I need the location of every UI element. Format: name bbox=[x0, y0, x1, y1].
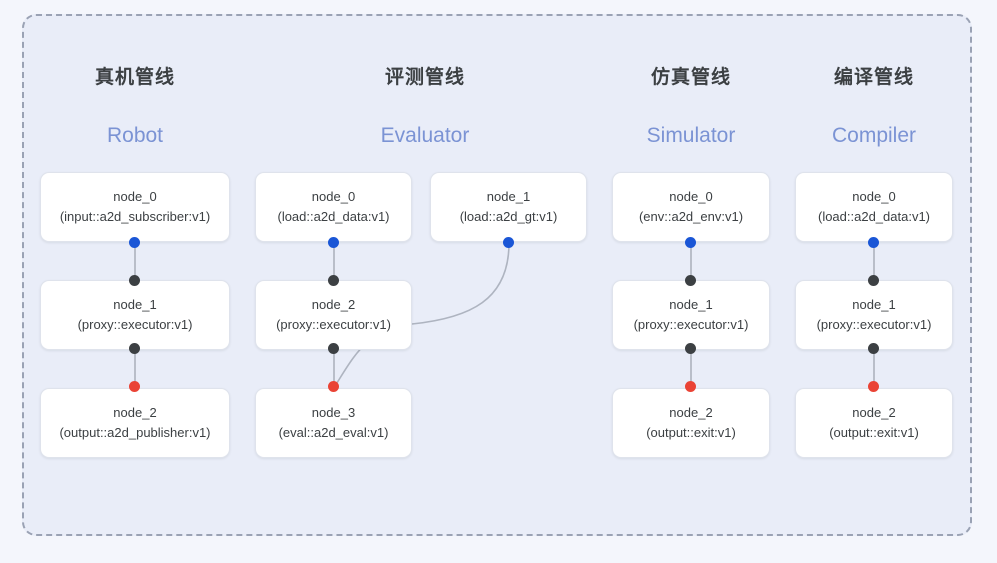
port-simulator-0-out[interactable] bbox=[685, 237, 696, 248]
column-title-cn-simulator: 仿真管线 bbox=[650, 67, 731, 88]
node-name: node_2 bbox=[113, 405, 157, 420]
node-name: node_1 bbox=[113, 297, 157, 312]
node-name: node_2 bbox=[311, 297, 356, 312]
node-evaluator-1[interactable]: node_1 (load::a2d_gt:v1) bbox=[430, 172, 587, 242]
node-robot-0[interactable]: node_0 (input::a2d_subscriber:v1) bbox=[40, 172, 230, 242]
port-robot-1-out[interactable] bbox=[129, 343, 140, 354]
node-name: node_2 bbox=[852, 405, 896, 420]
node-simulator-0[interactable]: node_0 (env::a2d_env:v1) bbox=[612, 172, 770, 242]
node-type: (output::exit:v1) bbox=[646, 425, 736, 440]
port-robot-1-in[interactable] bbox=[129, 275, 140, 286]
port-compiler-1-in[interactable] bbox=[868, 275, 879, 286]
node-name: node_0 bbox=[852, 189, 896, 204]
link-comp-1-2 bbox=[873, 349, 875, 387]
node-name: node_1 bbox=[852, 297, 896, 312]
node-compiler-0[interactable]: node_0 (load::a2d_data:v1) bbox=[795, 172, 953, 242]
node-type: (eval::a2d_eval:v1) bbox=[278, 425, 389, 440]
node-name: node_1 bbox=[486, 189, 531, 204]
node-evaluator-0[interactable]: node_0 (load::a2d_data:v1) bbox=[255, 172, 412, 242]
node-name: node_0 bbox=[669, 189, 713, 204]
port-simulator-1-out[interactable] bbox=[685, 343, 696, 354]
port-simulator-2-in[interactable] bbox=[685, 381, 696, 392]
port-compiler-0-out[interactable] bbox=[868, 237, 879, 248]
link-robot-1-2 bbox=[134, 349, 136, 387]
link-eval-2-3 bbox=[333, 349, 335, 387]
column-title-cn-robot: 真机管线 bbox=[94, 67, 175, 88]
link-sim-0-1 bbox=[690, 243, 692, 281]
column-title-en-robot: Robot bbox=[106, 124, 164, 147]
node-compiler-2[interactable]: node_2 (output::exit:v1) bbox=[795, 388, 953, 458]
port-compiler-2-in[interactable] bbox=[868, 381, 879, 392]
port-robot-0-out[interactable] bbox=[129, 237, 140, 248]
link-sim-1-2 bbox=[690, 349, 692, 387]
node-type: (proxy::executor:v1) bbox=[276, 317, 391, 332]
node-type: (proxy::executor:v1) bbox=[633, 317, 749, 332]
link-robot-0-1 bbox=[134, 243, 136, 281]
column-title-cn-evaluator: 评测管线 bbox=[384, 67, 465, 88]
port-evaluator-0-out[interactable] bbox=[328, 237, 339, 248]
node-evaluator-3[interactable]: node_3 (eval::a2d_eval:v1) bbox=[255, 388, 412, 458]
port-evaluator-2-in[interactable] bbox=[328, 275, 339, 286]
column-title-en-evaluator: Evaluator bbox=[380, 124, 470, 147]
column-title-en-simulator: Simulator bbox=[646, 124, 736, 147]
link-eval-0-2 bbox=[333, 243, 335, 281]
node-name: node_2 bbox=[669, 405, 713, 420]
node-name: node_1 bbox=[669, 297, 713, 312]
node-name: node_0 bbox=[113, 189, 157, 204]
node-type: (load::a2d_data:v1) bbox=[817, 209, 931, 224]
node-robot-2[interactable]: node_2 (output::a2d_publisher:v1) bbox=[40, 388, 230, 458]
column-title-en-compiler: Compiler bbox=[831, 124, 917, 147]
column-title-cn-compiler: 编译管线 bbox=[833, 67, 914, 88]
port-evaluator-1-out[interactable] bbox=[503, 237, 514, 248]
node-type: (output::a2d_publisher:v1) bbox=[59, 425, 211, 440]
link-comp-0-1 bbox=[873, 243, 875, 281]
node-type: (output::exit:v1) bbox=[829, 425, 919, 440]
node-type: (proxy::executor:v1) bbox=[816, 317, 932, 332]
port-evaluator-3-in[interactable] bbox=[328, 381, 339, 392]
node-type: (input::a2d_subscriber:v1) bbox=[59, 209, 211, 224]
node-name: node_3 bbox=[311, 405, 356, 420]
node-type: (proxy::executor:v1) bbox=[77, 317, 193, 332]
node-type: (load::a2d_gt:v1) bbox=[459, 209, 558, 224]
node-evaluator-2[interactable]: node_2 (proxy::executor:v1) bbox=[255, 280, 412, 350]
node-robot-1[interactable]: node_1 (proxy::executor:v1) bbox=[40, 280, 230, 350]
port-compiler-1-out[interactable] bbox=[868, 343, 879, 354]
node-simulator-2[interactable]: node_2 (output::exit:v1) bbox=[612, 388, 770, 458]
port-robot-2-in[interactable] bbox=[129, 381, 140, 392]
port-evaluator-2-out[interactable] bbox=[328, 343, 339, 354]
port-simulator-1-in[interactable] bbox=[685, 275, 696, 286]
node-name: node_0 bbox=[311, 189, 356, 204]
node-simulator-1[interactable]: node_1 (proxy::executor:v1) bbox=[612, 280, 770, 350]
node-compiler-1[interactable]: node_1 (proxy::executor:v1) bbox=[795, 280, 953, 350]
node-type: (env::a2d_env:v1) bbox=[638, 209, 744, 224]
node-type: (load::a2d_data:v1) bbox=[277, 209, 390, 224]
